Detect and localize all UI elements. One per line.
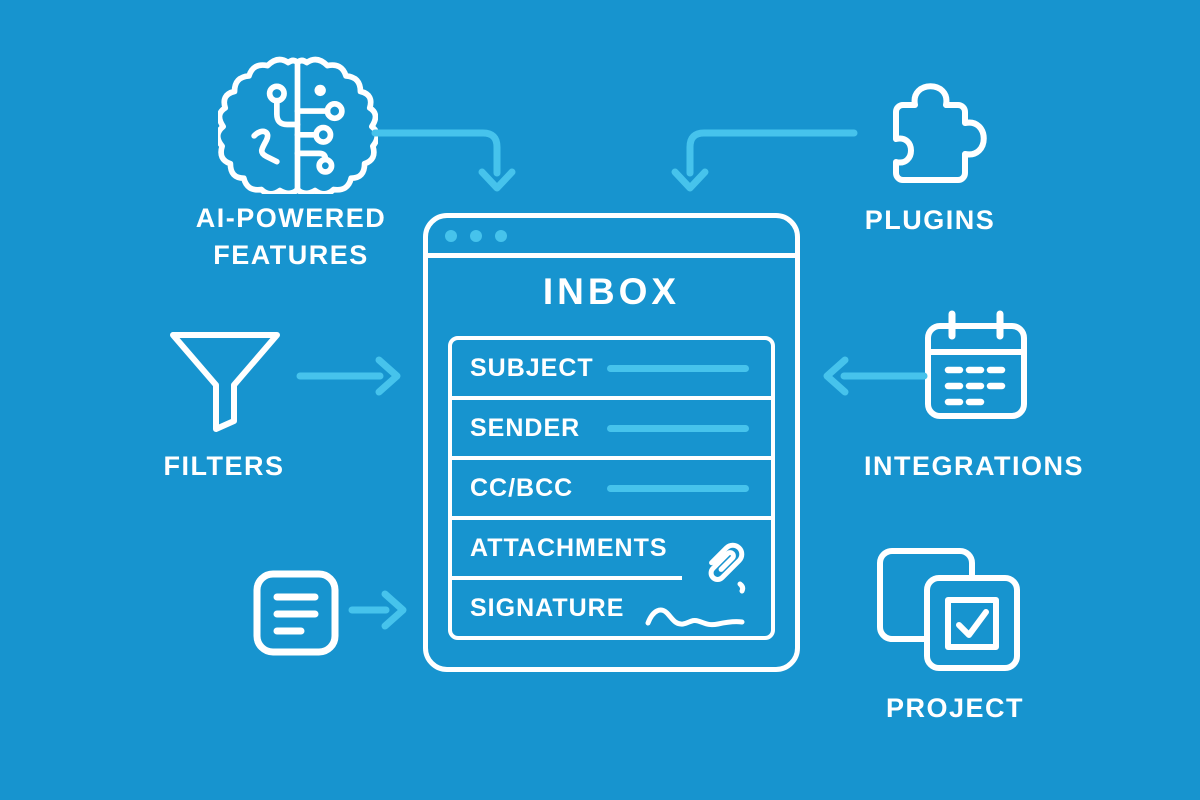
arrow-integrations-to-inbox (823, 356, 928, 396)
arrow-ai-to-inbox (371, 129, 516, 192)
funnel-icon (170, 332, 280, 432)
document-lines-icon (253, 570, 339, 656)
arrow-plugins-to-inbox (671, 129, 858, 192)
project-checkbox-icon (877, 548, 1020, 671)
project-label: PROJECT (885, 693, 1025, 723)
brain-circuit-icon (218, 56, 378, 194)
row-divider (452, 516, 771, 520)
paperclip-icon (708, 542, 746, 594)
subject-label: SUBJECT (470, 353, 594, 382)
plugins-label: PLUGINS (864, 205, 996, 235)
ai-features-label-line1: AI-POWERED (195, 203, 387, 233)
row-divider (452, 396, 771, 400)
table-row-attachments: ATTACHMENTS (452, 520, 771, 576)
inbox-window: INBOX SUBJECT SENDER CC/BCC ATTACHMENTS (423, 213, 800, 672)
table-row-sender: SENDER (452, 400, 771, 456)
table-row-signature: SIGNATURE (452, 580, 771, 636)
window-dot-icon (495, 229, 507, 242)
window-dot-icon (470, 229, 482, 242)
ai-features-label: AI-POWERED FEATURES (176, 200, 406, 274)
sender-label: SENDER (470, 413, 581, 442)
arrow-document-to-inbox (348, 590, 407, 630)
signature-squiggle-icon (645, 607, 745, 628)
calendar-icon (925, 310, 1027, 419)
ai-features-label-line2: FEATURES (213, 240, 369, 270)
attachments-label: ATTACHMENTS (470, 533, 668, 562)
inbox-title: INBOX (542, 271, 681, 312)
inbox-window-titlebar (428, 218, 795, 258)
row-divider-partial (452, 576, 771, 580)
window-dot-icon (445, 229, 457, 242)
table-row-subject: SUBJECT (452, 340, 771, 396)
ccbcc-value-line (607, 484, 749, 492)
row-divider (452, 456, 771, 460)
ccbcc-label: CC/BCC (470, 473, 574, 502)
arrow-filters-to-inbox (296, 356, 401, 396)
puzzle-piece-icon (893, 83, 987, 183)
subject-value-line (607, 364, 749, 372)
filters-label: FILTERS (163, 451, 285, 481)
signature-label: SIGNATURE (470, 593, 625, 622)
sender-value-line (607, 424, 749, 432)
table-row-ccbcc: CC/BCC (452, 460, 771, 516)
integrations-label: INTEGRATIONS (864, 451, 1084, 481)
inbox-fields-table: SUBJECT SENDER CC/BCC ATTACHMENTS SIGNAT… (448, 336, 775, 640)
